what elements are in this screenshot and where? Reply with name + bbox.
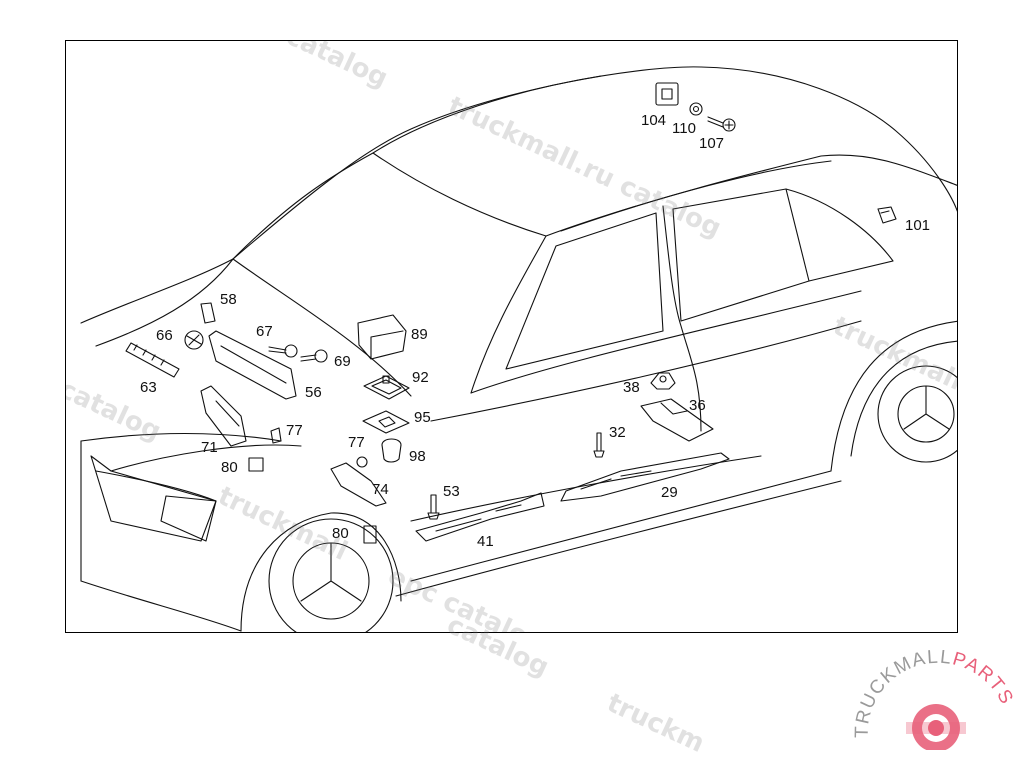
callout-c69: 69 bbox=[334, 353, 351, 370]
callout-c58: 58 bbox=[220, 291, 237, 308]
part-74 bbox=[330, 462, 387, 507]
part-41 bbox=[415, 492, 545, 542]
callout-c104: 104 bbox=[641, 112, 666, 129]
front-wheel-arch bbox=[240, 512, 402, 632]
callout-c107: 107 bbox=[699, 135, 724, 152]
part-104 bbox=[655, 82, 679, 106]
part-63 bbox=[125, 342, 180, 378]
callout-c95: 95 bbox=[414, 409, 431, 426]
truckmall-parts-logo: TRUCKMALLPARTS bbox=[850, 647, 1020, 752]
callout-c29: 29 bbox=[661, 484, 678, 501]
part-77a bbox=[270, 427, 282, 444]
callout-c71: 71 bbox=[201, 439, 218, 456]
callout-c74: 74 bbox=[372, 481, 389, 498]
rocker bbox=[410, 470, 832, 582]
part-56 bbox=[208, 330, 297, 400]
rear-wheel-arch bbox=[830, 320, 957, 472]
part-77b bbox=[356, 456, 368, 468]
part-95 bbox=[362, 410, 410, 434]
part-66 bbox=[184, 330, 204, 350]
headlight bbox=[160, 495, 217, 542]
front-window bbox=[505, 212, 664, 370]
callout-c77b: 77 bbox=[348, 434, 365, 451]
callout-c63: 63 bbox=[140, 379, 157, 396]
callout-c67: 67 bbox=[256, 323, 273, 340]
callout-c89: 89 bbox=[411, 326, 428, 343]
part-36 bbox=[640, 398, 714, 442]
callout-c92: 92 bbox=[412, 369, 429, 386]
callout-c66: 66 bbox=[156, 327, 173, 344]
front-wheel bbox=[268, 518, 394, 632]
callout-c41: 41 bbox=[477, 533, 494, 550]
callout-c38: 38 bbox=[623, 379, 640, 396]
callout-c36: 36 bbox=[689, 397, 706, 414]
part-32 bbox=[596, 432, 602, 452]
part-67 bbox=[268, 346, 287, 354]
part-69 bbox=[300, 354, 317, 362]
rear-window bbox=[672, 188, 810, 322]
part-53 bbox=[430, 494, 437, 514]
rear-wheel bbox=[877, 365, 957, 463]
part-89 bbox=[357, 314, 407, 360]
part-80a bbox=[248, 457, 264, 472]
grille bbox=[90, 455, 217, 542]
part-38 bbox=[650, 372, 676, 390]
roof-line bbox=[232, 66, 957, 260]
watermark-truckm-bottom: truckm bbox=[602, 688, 709, 759]
callout-c32: 32 bbox=[609, 424, 626, 441]
callout-c77a: 77 bbox=[286, 422, 303, 439]
callout-c80b: 80 bbox=[332, 525, 349, 542]
part-80b bbox=[363, 525, 377, 544]
callout-c110: 110 bbox=[672, 120, 696, 137]
windshield bbox=[232, 152, 547, 260]
part-92 bbox=[363, 375, 410, 400]
part-101 bbox=[877, 206, 897, 224]
part-110 bbox=[689, 102, 703, 116]
callout-c53: 53 bbox=[443, 483, 460, 500]
callout-c80a: 80 bbox=[221, 459, 238, 476]
part-107 bbox=[707, 116, 724, 128]
callout-c101: 101 bbox=[905, 217, 930, 234]
part-29 bbox=[560, 452, 730, 502]
part-98 bbox=[381, 438, 402, 463]
a-pillar bbox=[470, 235, 547, 394]
part-58 bbox=[200, 302, 216, 324]
door-line bbox=[662, 205, 702, 432]
part-71 bbox=[200, 385, 247, 447]
callout-c56: 56 bbox=[305, 384, 322, 401]
callout-c98: 98 bbox=[409, 448, 426, 465]
hood-line bbox=[80, 258, 234, 324]
belt-line bbox=[95, 258, 234, 347]
